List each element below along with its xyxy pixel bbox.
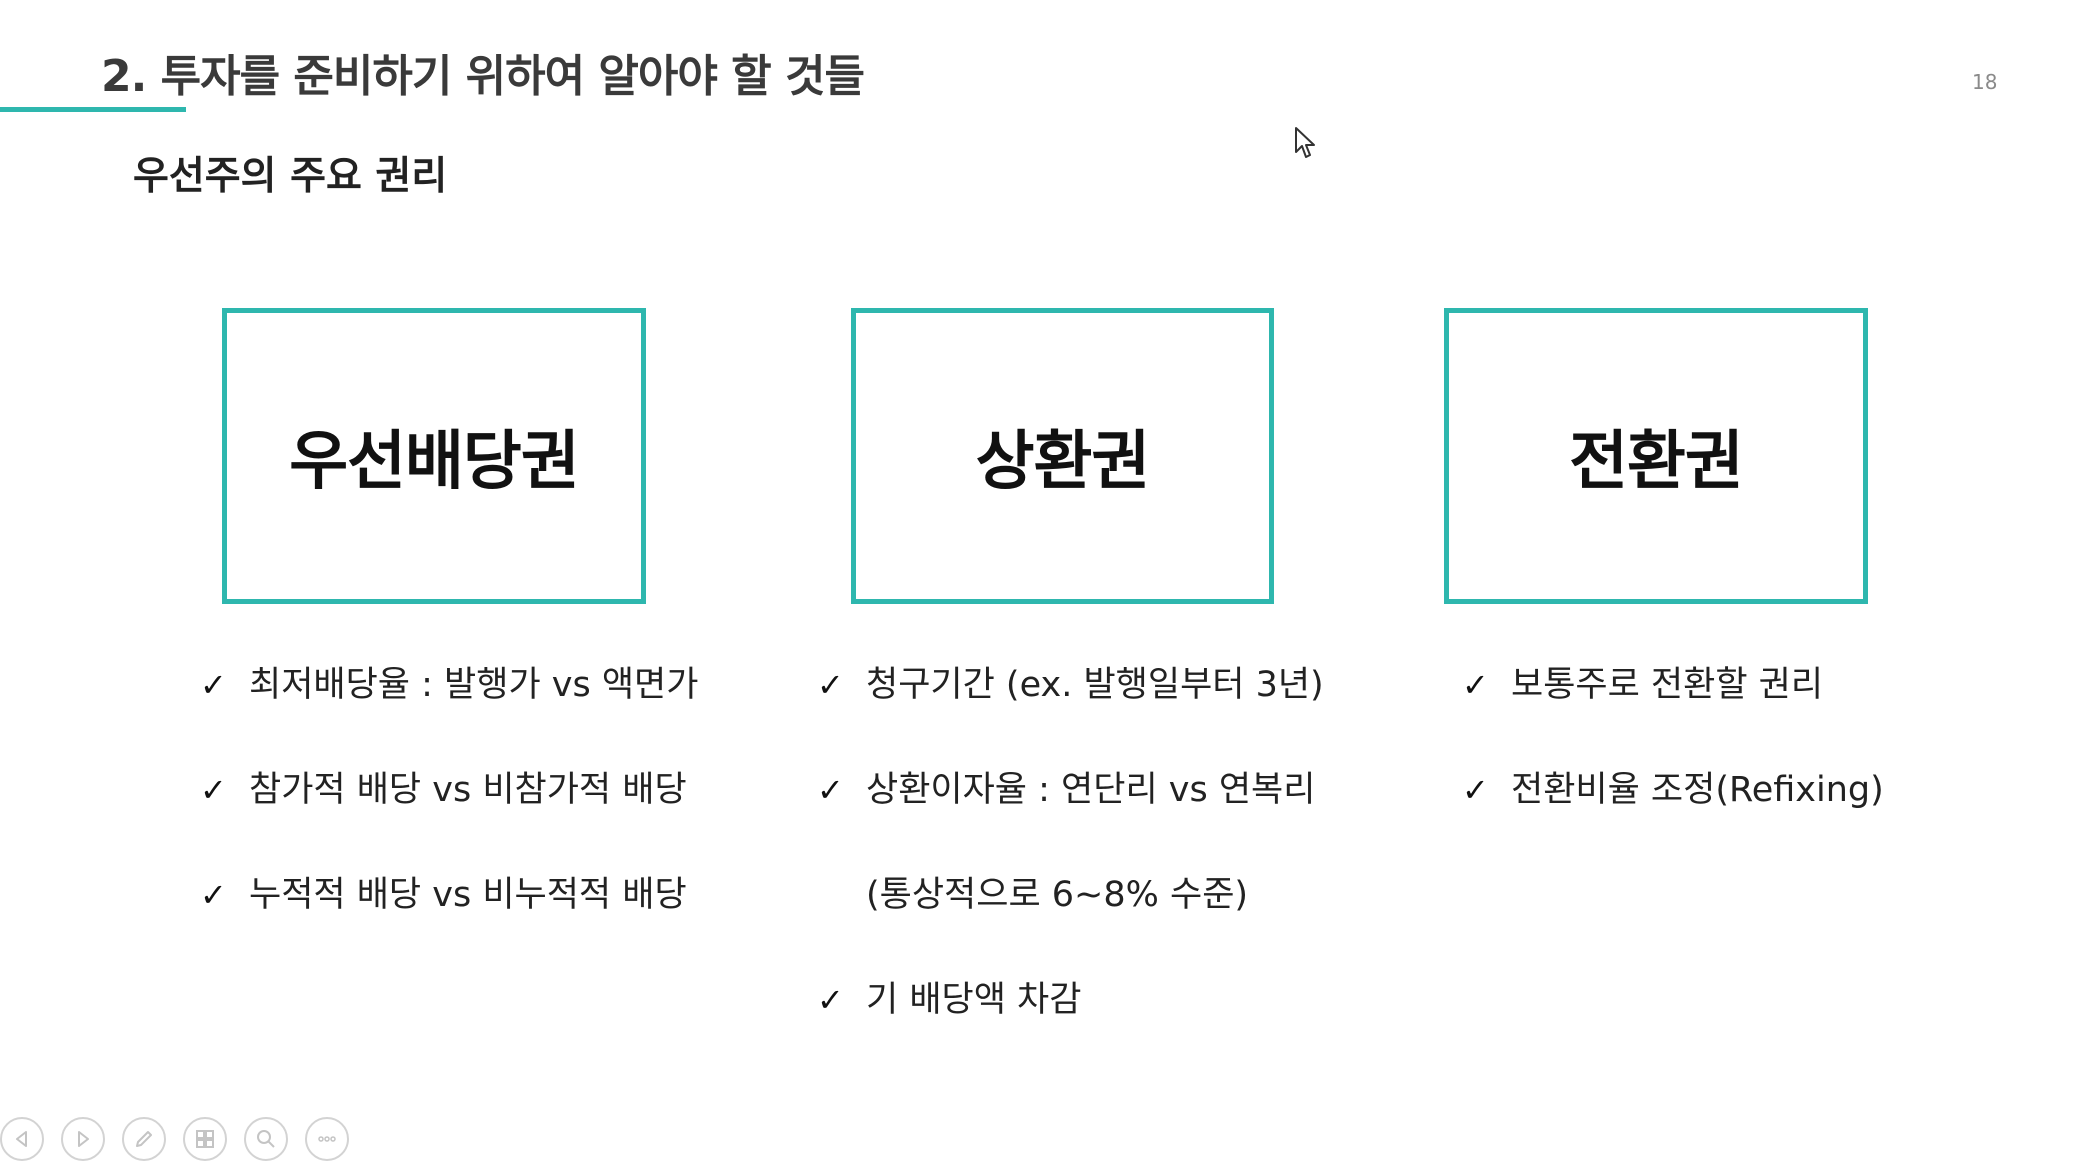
presentation-toolbar (0, 1117, 349, 1161)
bullet-text: (통상적으로 6~8% 수준) (866, 875, 1249, 915)
checkmark-icon: ✓ (200, 876, 227, 914)
bullet-text: 전환비율 조정(Refixing) (1511, 770, 1884, 810)
card-conversion-right: 전환권 (1444, 308, 1868, 604)
bullet-text: 최저배당율 : 발행가 vs 액면가 (249, 665, 699, 705)
previous-icon (16, 1131, 27, 1147)
slide-title: 2. 투자를 준비하기 위하여 알아야 할 것들 (101, 51, 865, 102)
bullet-text: 상환이자율 : 연단리 vs 연복리 (866, 770, 1316, 810)
card-label: 상환권 (975, 425, 1151, 499)
slides-grid-icon (196, 1130, 214, 1148)
next-icon (78, 1131, 89, 1147)
card-redemption-right: 상환권 (851, 308, 1274, 604)
slide-subtitle: 우선주의 주요 권리 (133, 154, 448, 199)
checkmark-icon: ✓ (817, 771, 844, 809)
more-options-button[interactable] (305, 1117, 349, 1161)
slides-grid-button[interactable] (183, 1117, 227, 1161)
bullet-text: 보통주로 전환할 권리 (1511, 665, 1824, 705)
checkmark-icon: ✓ (817, 666, 844, 704)
card-label: 전환권 (1569, 425, 1744, 499)
bullet-text: 누적적 배당 vs 비누적적 배당 (249, 875, 687, 915)
bullet-text: 기 배당액 차감 (866, 980, 1082, 1020)
page-number: 18 (1972, 70, 1998, 94)
more-icon (318, 1136, 336, 1142)
zoom-icon (257, 1130, 275, 1148)
mouse-pointer-icon (1295, 127, 1315, 158)
next-slide-button[interactable] (61, 1117, 105, 1161)
pen-button[interactable] (122, 1117, 166, 1161)
checkmark-icon: ✓ (200, 666, 227, 704)
card-preferred-dividend: 우선배당권 (222, 308, 646, 604)
checkmark-icon: ✓ (200, 771, 227, 809)
checkmark-icon: ✓ (817, 981, 844, 1019)
pen-icon (136, 1131, 152, 1147)
title-underline (0, 107, 186, 112)
card-label: 우선배당권 (289, 425, 579, 499)
bullet-text: 청구기간 (ex. 발행일부터 3년) (866, 665, 1324, 705)
checkmark-icon: ✓ (1462, 771, 1489, 809)
zoom-button[interactable] (244, 1117, 288, 1161)
checkmark-icon: ✓ (1462, 666, 1489, 704)
previous-slide-button[interactable] (0, 1117, 44, 1161)
bullet-text: 참가적 배당 vs 비참가적 배당 (249, 770, 687, 810)
